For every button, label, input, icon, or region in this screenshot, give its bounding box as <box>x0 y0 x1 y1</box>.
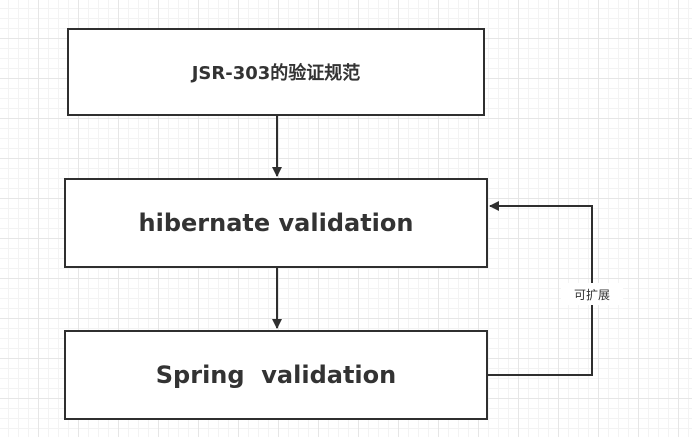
edge-label-extensible: 可扩展 <box>561 283 623 305</box>
node-hibernate-validation: hibernate validation <box>64 178 488 268</box>
node-spring-validation: Spring validation <box>64 330 488 420</box>
node-jsr303-spec: JSR-303的验证规范 <box>67 28 485 116</box>
